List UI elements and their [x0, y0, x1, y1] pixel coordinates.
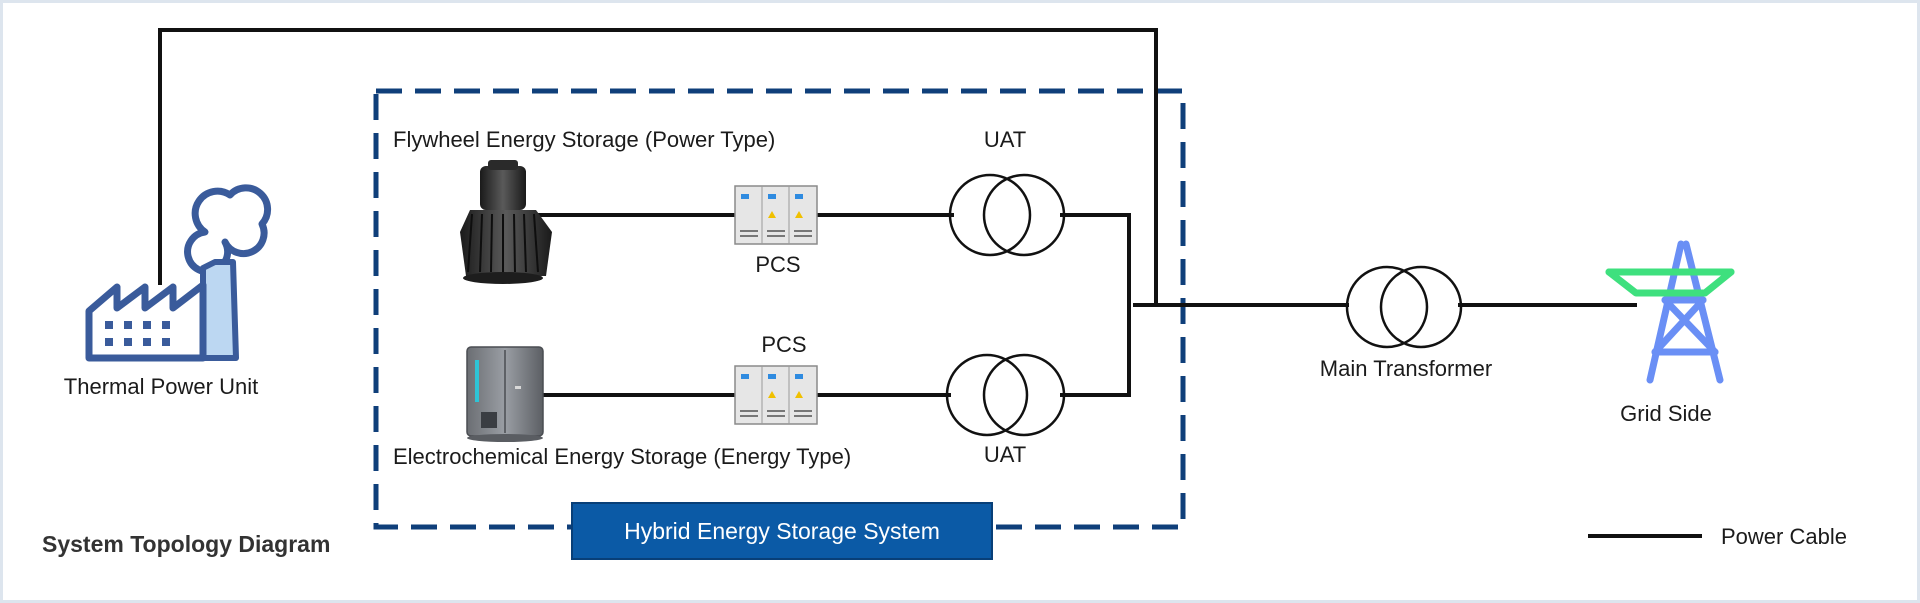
- uat-bottom-transformer: [945, 353, 1066, 437]
- main-transformer: [1345, 265, 1463, 349]
- uat-top-label: UAT: [983, 127, 1027, 152]
- factory-icon: [85, 184, 272, 362]
- uat-bottom-label: UAT: [983, 442, 1027, 467]
- thermal-unit-cable: [158, 28, 1158, 307]
- grid-side-label: Grid Side: [1620, 401, 1712, 426]
- thermal-unit-label: Thermal Power Unit: [63, 374, 259, 399]
- main-transformer-label: Main Transformer: [1319, 356, 1493, 381]
- legend-power-cable-label: Power Cable: [1721, 524, 1847, 549]
- pcs-top-icon: [734, 185, 818, 245]
- hybrid-system-label-box: Hybrid Energy Storage System: [571, 502, 993, 560]
- pcs-top-label: PCS: [755, 252, 801, 277]
- flywheel-label: Flywheel Energy Storage (Power Type): [393, 127, 776, 152]
- battery-cabinet-icon: [466, 346, 544, 442]
- flywheel-icon: [460, 160, 552, 284]
- uat-top-transformer: [948, 173, 1066, 257]
- transmission-tower-icon: [1605, 240, 1735, 384]
- power-cables: [158, 28, 1637, 397]
- pcs-bottom-label: PCS: [761, 332, 807, 357]
- hybrid-system-label: Hybrid Energy Storage System: [624, 517, 940, 544]
- diagram-title: System Topology Diagram: [42, 531, 331, 557]
- pcs-bottom-icon: [734, 365, 818, 425]
- electrochemical-label: Electrochemical Energy Storage (Energy T…: [393, 444, 852, 469]
